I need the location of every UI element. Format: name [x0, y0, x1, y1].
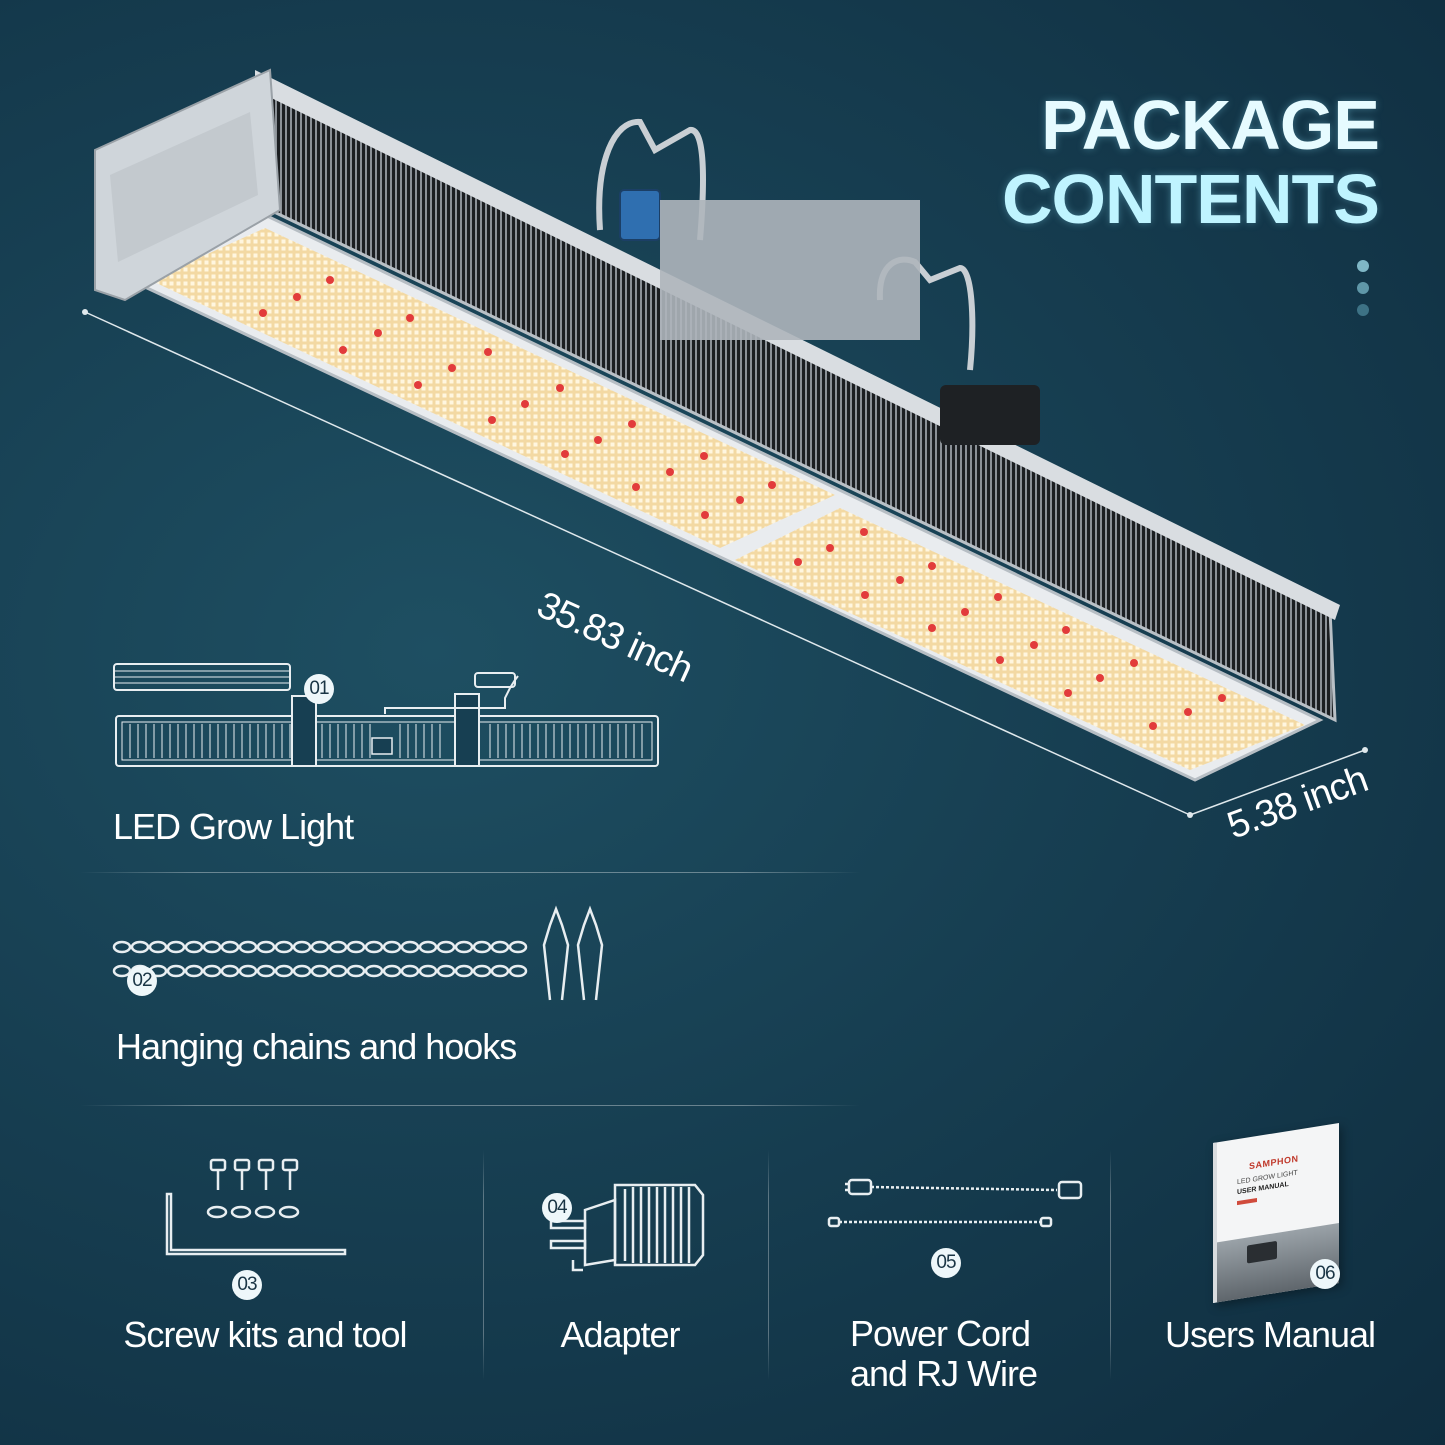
column-divider — [483, 1150, 484, 1380]
divider — [80, 1105, 860, 1106]
page-title: PACKAGE CONTENTS — [1002, 86, 1380, 238]
item-label-led-grow-light: LED Grow Light — [113, 806, 354, 847]
dot-3 — [1357, 304, 1369, 316]
column-divider — [768, 1150, 769, 1380]
adapter-drawing — [549, 1183, 705, 1272]
item-label-users-manual: Users Manual — [1164, 1314, 1376, 1355]
item-number-02: 02 — [127, 966, 157, 996]
dot-1 — [1357, 260, 1369, 272]
item-number-03: 03 — [232, 1270, 262, 1300]
power-cord-label-line-1: Power Cord — [850, 1313, 1031, 1354]
chains-and-hooks-drawing — [112, 905, 604, 1001]
item-number-05: 05 — [931, 1248, 961, 1278]
divider — [80, 872, 860, 873]
item-number-06: 06 — [1310, 1259, 1340, 1289]
power-cord-drawing — [827, 1178, 1083, 1228]
screw-kit-drawing — [165, 1158, 347, 1256]
grow-light-product-image — [82, 68, 1368, 818]
led-grow-light-drawing — [113, 663, 659, 767]
power-cord-label-line-2: and RJ Wire — [850, 1353, 1038, 1394]
item-number-01: 01 — [304, 674, 334, 704]
carousel-dots — [1357, 260, 1371, 326]
item-label-adapter: Adapter — [560, 1314, 680, 1355]
title-line-1: PACKAGE — [1041, 86, 1380, 164]
item-number-04: 04 — [542, 1193, 572, 1223]
item-label-screw-kits: Screw kits and tool — [123, 1314, 407, 1355]
item-label-power-cord: Power Cord and RJ Wire — [850, 1313, 1038, 1394]
title-line-2: CONTENTS — [1002, 160, 1380, 238]
item-label-hanging-chains: Hanging chains and hooks — [116, 1026, 517, 1067]
manual-brand: SAMPHON — [1249, 1153, 1299, 1172]
column-divider — [1110, 1150, 1111, 1380]
dot-2 — [1357, 282, 1369, 294]
